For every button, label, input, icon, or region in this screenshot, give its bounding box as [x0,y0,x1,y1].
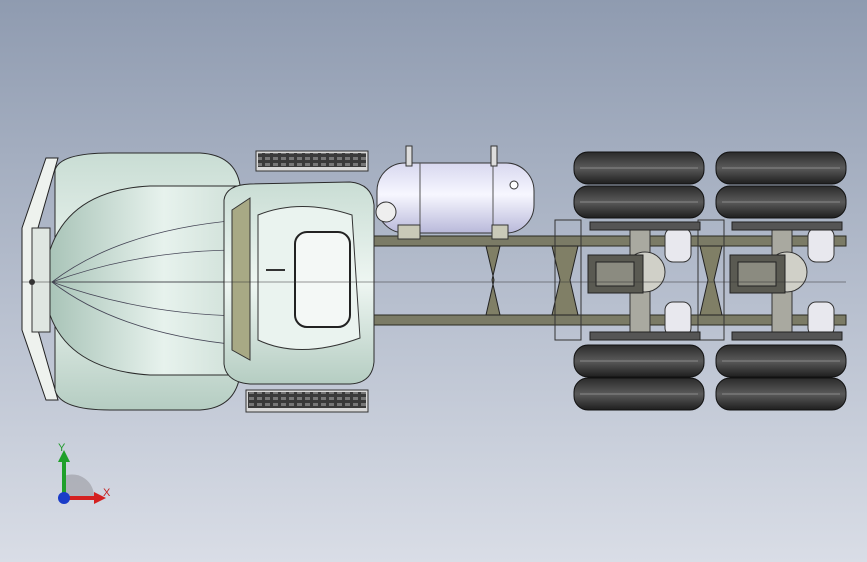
differential-2 [729,251,808,294]
y-axis-label: Y [58,442,66,454]
wheel-lower-outer [573,377,705,411]
z-axis-dot [58,492,70,504]
cab[interactable] [223,181,375,385]
cab-step-lower[interactable] [245,389,369,413]
rear-drive-axles[interactable] [587,221,843,341]
rear-wheels-axle-2[interactable] [715,151,847,411]
coordinate-triad [58,450,106,504]
x-axis-label: X [103,487,111,499]
cab-step-upper[interactable] [255,150,369,172]
wheel-upper-outer [573,151,705,185]
engine-hood[interactable] [49,152,241,411]
wheel-upper-inner [573,185,705,219]
rear-wheels-axle-1[interactable] [573,151,705,411]
chassis-frame[interactable] [369,219,847,341]
fuel-tank[interactable] [375,145,535,240]
differential-1 [587,251,666,294]
wheel-lower-inner [573,344,705,378]
